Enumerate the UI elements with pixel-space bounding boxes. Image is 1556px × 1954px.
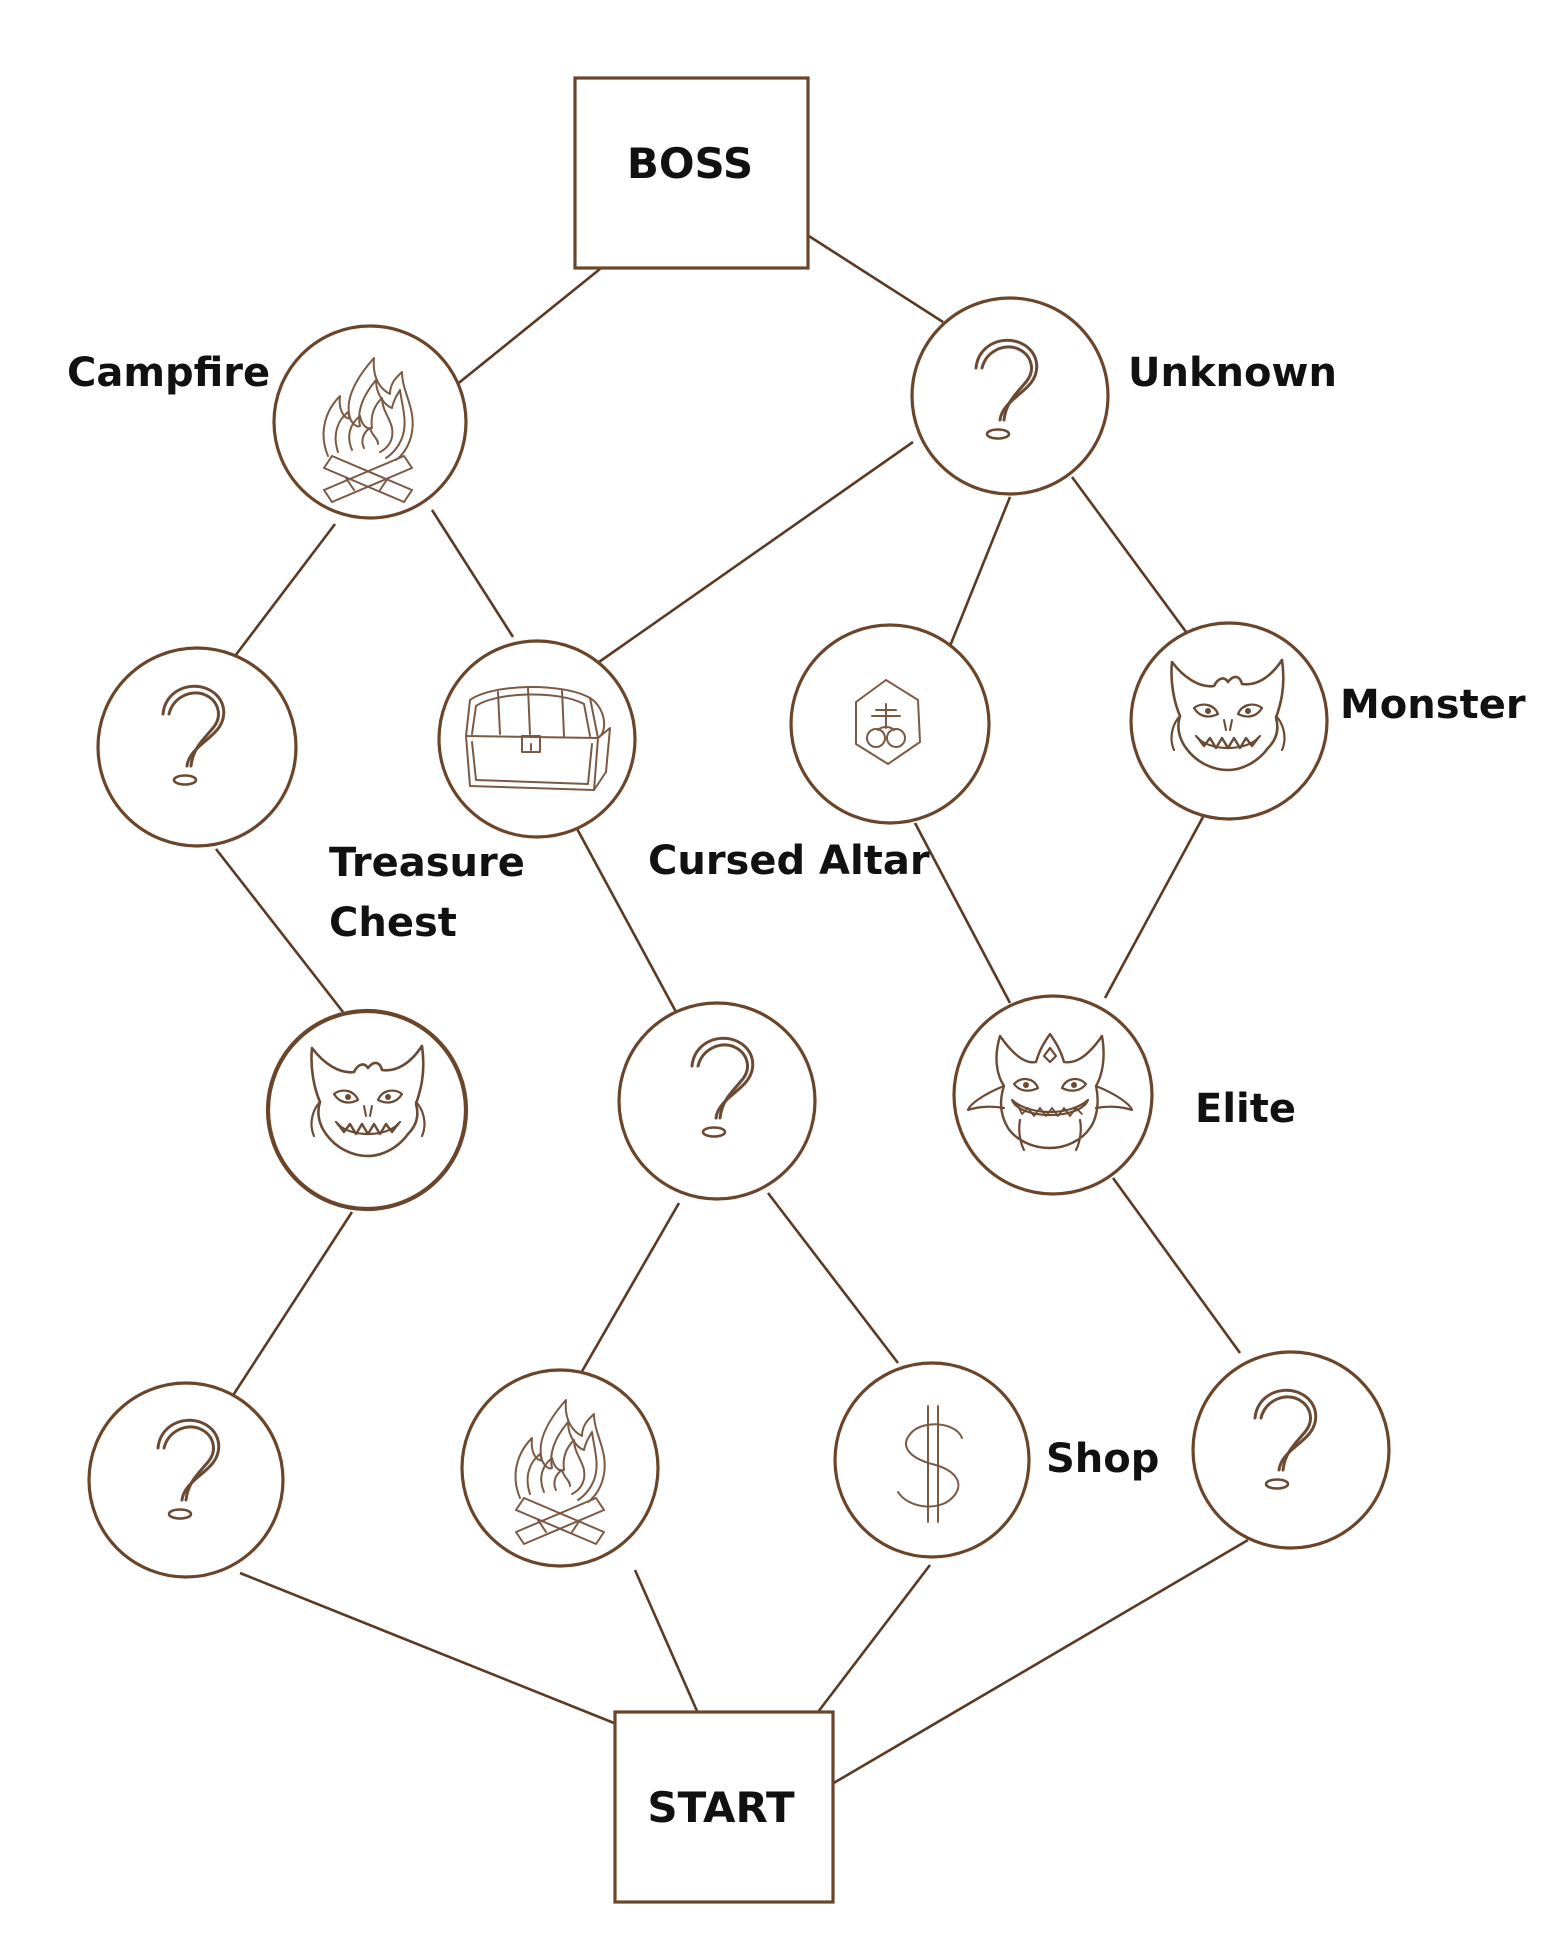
node-unknown-r3[interactable] [96, 646, 298, 848]
label-treasure-line1: Treasure [329, 840, 525, 886]
edge-start-r1-unknown-a [239, 1571, 625, 1729]
start-box [613, 1710, 835, 1904]
edge-start-r1-shop [816, 1564, 932, 1713]
map-edges [214, 220, 1249, 1786]
edge-r1a-r2-monster [228, 1211, 354, 1401]
node-unknown-r1-left[interactable] [87, 1381, 285, 1579]
edge-r2-elite-r3-monster [1103, 816, 1205, 999]
label-unknown: Unknown [1128, 350, 1337, 396]
node-unknown-r1-right[interactable] [1191, 1350, 1391, 1550]
label-shop: Shop [1046, 1436, 1159, 1482]
node-campfire-top[interactable] [272, 324, 468, 520]
edge-r2-unknown-r3-treasure [573, 824, 684, 1024]
node-treasure-chest[interactable] [437, 639, 637, 839]
node-monster-r2[interactable] [265, 1008, 469, 1212]
edge-r2-elite-r3-altar [913, 822, 1012, 1004]
boss-box [573, 76, 810, 270]
edge-r1-campfire-r2-unknown [575, 1202, 681, 1381]
edge-r3-monster-r4-unknown [1070, 476, 1194, 641]
edge-start-r1-campfire [633, 1569, 699, 1712]
edge-r4-campfire-boss [449, 267, 601, 392]
label-campfire: Campfire [67, 350, 270, 396]
node-cursed-altar[interactable] [789, 623, 991, 825]
edge-r4-unknown-boss [786, 220, 944, 324]
edge-r2-monster-r3-unknown [214, 848, 345, 1013]
boss-label: BOSS [627, 139, 753, 188]
node-monster-r3[interactable] [1129, 621, 1329, 821]
start-node[interactable]: START [613, 1710, 835, 1904]
edge-r3-altar-r4-unknown [948, 496, 1012, 647]
edge-start-r1-unknown-b [831, 1538, 1249, 1786]
label-elite: Elite [1195, 1086, 1296, 1132]
node-unknown-top[interactable] [910, 296, 1110, 496]
boss-node[interactable]: BOSS [573, 76, 810, 270]
edge-r3-treasure-r4-unknown [598, 440, 914, 664]
label-cursed-altar: Cursed Altar [648, 838, 930, 884]
node-shop[interactable] [833, 1361, 1031, 1559]
start-label: START [647, 1783, 795, 1832]
edge-r1b-r2-elite [1111, 1177, 1242, 1354]
node-campfire-bottom[interactable] [460, 1368, 660, 1568]
edge-r3-treasure-r4-campfire [430, 509, 515, 638]
edge-r1-shop-r2-unknown [766, 1192, 900, 1364]
node-elite[interactable] [952, 994, 1154, 1196]
edge-r3-unknown-r4-campfire [230, 523, 337, 661]
label-monster: Monster [1340, 682, 1526, 728]
label-treasure-line2: Chest [329, 900, 457, 946]
node-unknown-r2[interactable] [617, 1001, 817, 1201]
